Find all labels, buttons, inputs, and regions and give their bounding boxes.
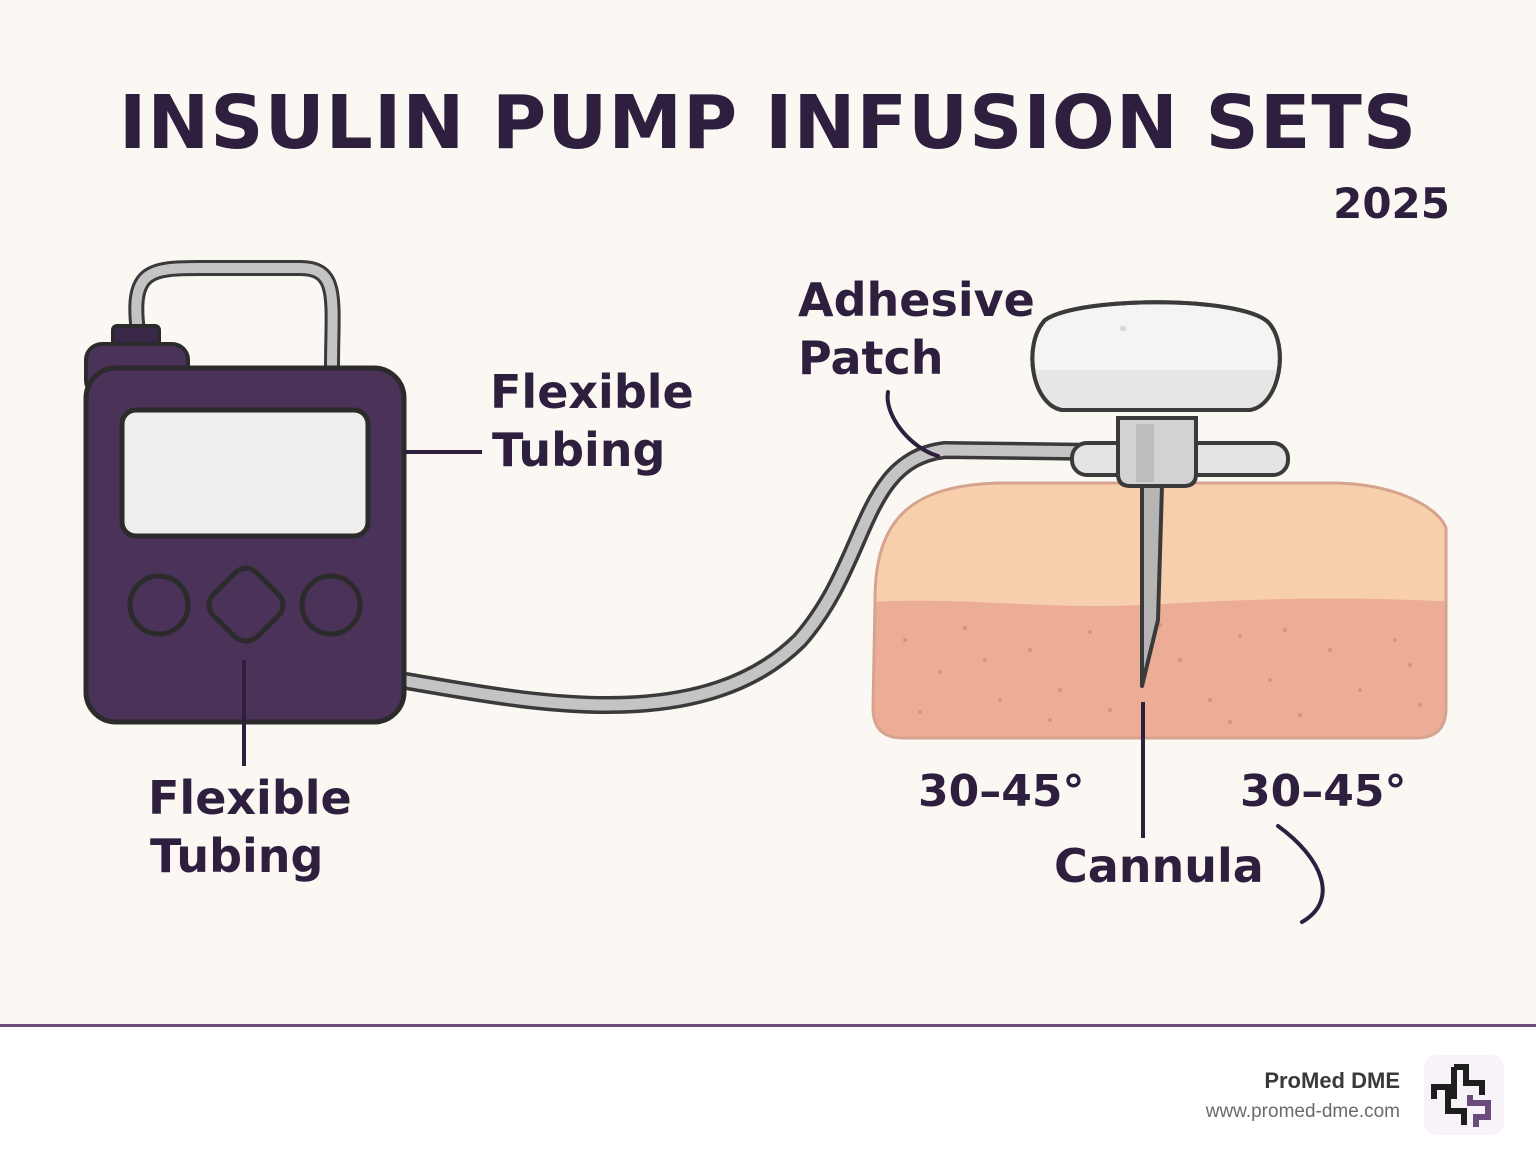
flexible-tubing-right-line1: Flexible	[490, 365, 694, 419]
hub-connector	[1116, 416, 1198, 488]
main-tubing	[394, 444, 1106, 711]
diagram-title: INSULIN PUMP INFUSION SETS	[119, 80, 1417, 166]
skin-outline	[871, 481, 1448, 740]
brand-url[interactable]: www.promed-dme.com	[1205, 1101, 1400, 1122]
promed-cross-logo-icon	[1424, 1055, 1504, 1135]
pump-center-button	[206, 565, 286, 644]
pump-right-button	[299, 573, 363, 637]
flexible-tubing-bottom-line1: Flexible	[148, 771, 352, 825]
year-label: 2025	[1333, 179, 1450, 228]
footer-bar: ProMed DME www.promed-dme.com	[0, 1024, 1536, 1154]
dome-highlight	[1120, 326, 1126, 331]
cannula-label: Cannula	[1054, 839, 1264, 893]
adhesive-patch-line2: Patch	[798, 331, 944, 385]
patch-dome-shade	[1034, 370, 1276, 410]
angle-left-label: 30–45°	[918, 766, 1084, 817]
angle-right-label: 30–45°	[1240, 766, 1406, 817]
brand-name: ProMed DME	[1264, 1068, 1400, 1093]
hub-shade	[1136, 424, 1154, 482]
adhesive-patch-line1: Adhesive	[798, 273, 1035, 327]
angle-right-leader	[1276, 824, 1325, 924]
pump-screen	[119, 407, 371, 539]
flexible-tubing-bottom-line2: Tubing	[150, 829, 323, 883]
flexible-tubing-right-line2: Tubing	[492, 423, 665, 477]
top-tubing	[131, 263, 338, 373]
cannula-needle	[1140, 484, 1164, 688]
pump-left-button	[127, 573, 191, 637]
infusion-site-hub	[1030, 300, 1290, 688]
insulin-pump	[83, 324, 407, 725]
patch-dome-outline	[1030, 300, 1282, 412]
skin-lower-layer	[873, 598, 1446, 738]
adhesive-patch-leader	[885, 390, 940, 458]
